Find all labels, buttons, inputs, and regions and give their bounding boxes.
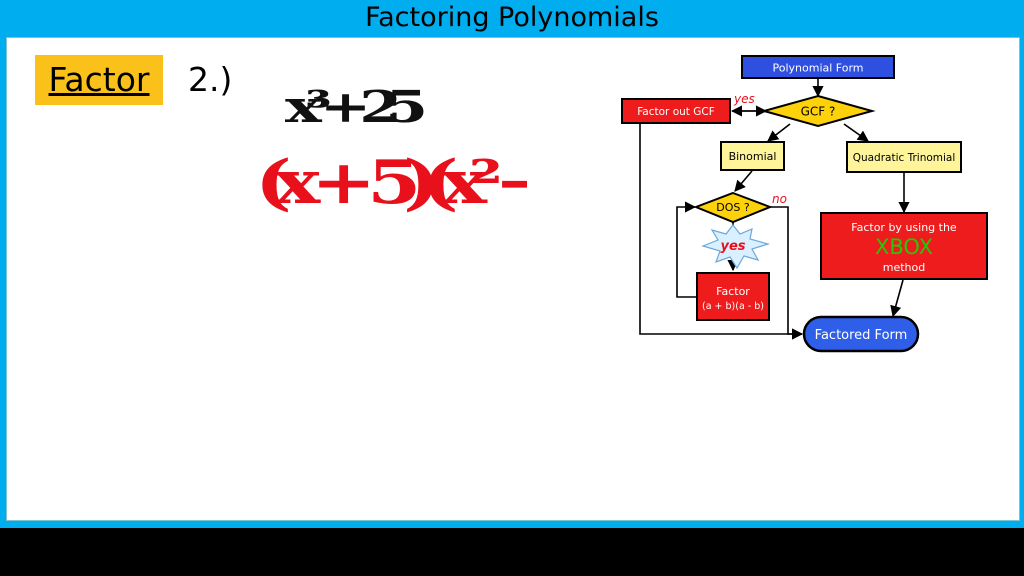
label-dos-yes: yes (720, 239, 745, 254)
label-gcf-yes: yes (733, 92, 755, 106)
factor-label-text: Factor (48, 60, 150, 99)
node-factor-out-gcf-text: Factor out GCF (637, 106, 715, 118)
starburst-dos-yes: yes (701, 224, 771, 270)
node-dos-question: DOS ? (693, 191, 773, 224)
node-xbox-line1: Factor by using the (851, 221, 957, 234)
arrow-factor-out-to-factored (639, 124, 804, 340)
node-binomial-text: Binomial (729, 150, 777, 163)
problem-number: 2.) (188, 60, 233, 99)
flowchart-connectors (639, 78, 910, 340)
polynomial-expression: x³ + 25 (285, 82, 507, 132)
label-dos-no: no (772, 192, 787, 206)
arrow-xbox-to-factored (890, 279, 904, 318)
node-gcf-question-text: GCF ? (801, 105, 836, 119)
node-xbox-line3: method (883, 261, 925, 274)
node-factor-line2: (a + b)(a - b) (702, 301, 764, 312)
node-dos-question-text: DOS ? (716, 201, 750, 214)
node-polynomial-form-text: Polynomial Form (772, 62, 863, 75)
arrow-binomial-to-dos (734, 170, 753, 192)
bottom-letterbox (0, 528, 1024, 576)
node-factor-line1: Factor (716, 285, 750, 298)
factored-expression: (x + 5)(x² − 5x + 25) (255, 150, 527, 216)
slide-title: Factoring Polynomials (365, 2, 659, 33)
factor-label: Factor (35, 55, 163, 105)
factored-expression-text: (x + 5)(x² − 5x + 25) (255, 150, 527, 216)
node-quadratic-trinomial-text: Quadratic Trinomial (853, 152, 956, 164)
node-quadratic-trinomial: Quadratic Trinomial (846, 141, 962, 173)
node-xbox-line2: XBOX (875, 235, 933, 259)
arrow-gcf-to-binomial (767, 123, 791, 142)
node-polynomial-form: Polynomial Form (741, 55, 895, 79)
polynomial-expression-text: x³ + 25 (285, 82, 428, 132)
node-gcf-question: GCF ? (760, 94, 876, 128)
node-factored-form-text: Factored Form (815, 328, 908, 343)
arrow-dos-no-to-factored (770, 206, 804, 340)
arrow-gcf-to-trinomial (843, 123, 869, 142)
node-factor-out-gcf: Factor out GCF (621, 98, 731, 124)
node-factored-form: Factored Form (802, 315, 920, 353)
node-xbox-method: Factor by using the XBOX method (820, 212, 988, 280)
node-binomial: Binomial (720, 141, 785, 171)
node-factor-difference-of-squares: Factor (a + b)(a - b) (696, 272, 770, 321)
arrow-factor-loop-to-dos (676, 201, 697, 298)
